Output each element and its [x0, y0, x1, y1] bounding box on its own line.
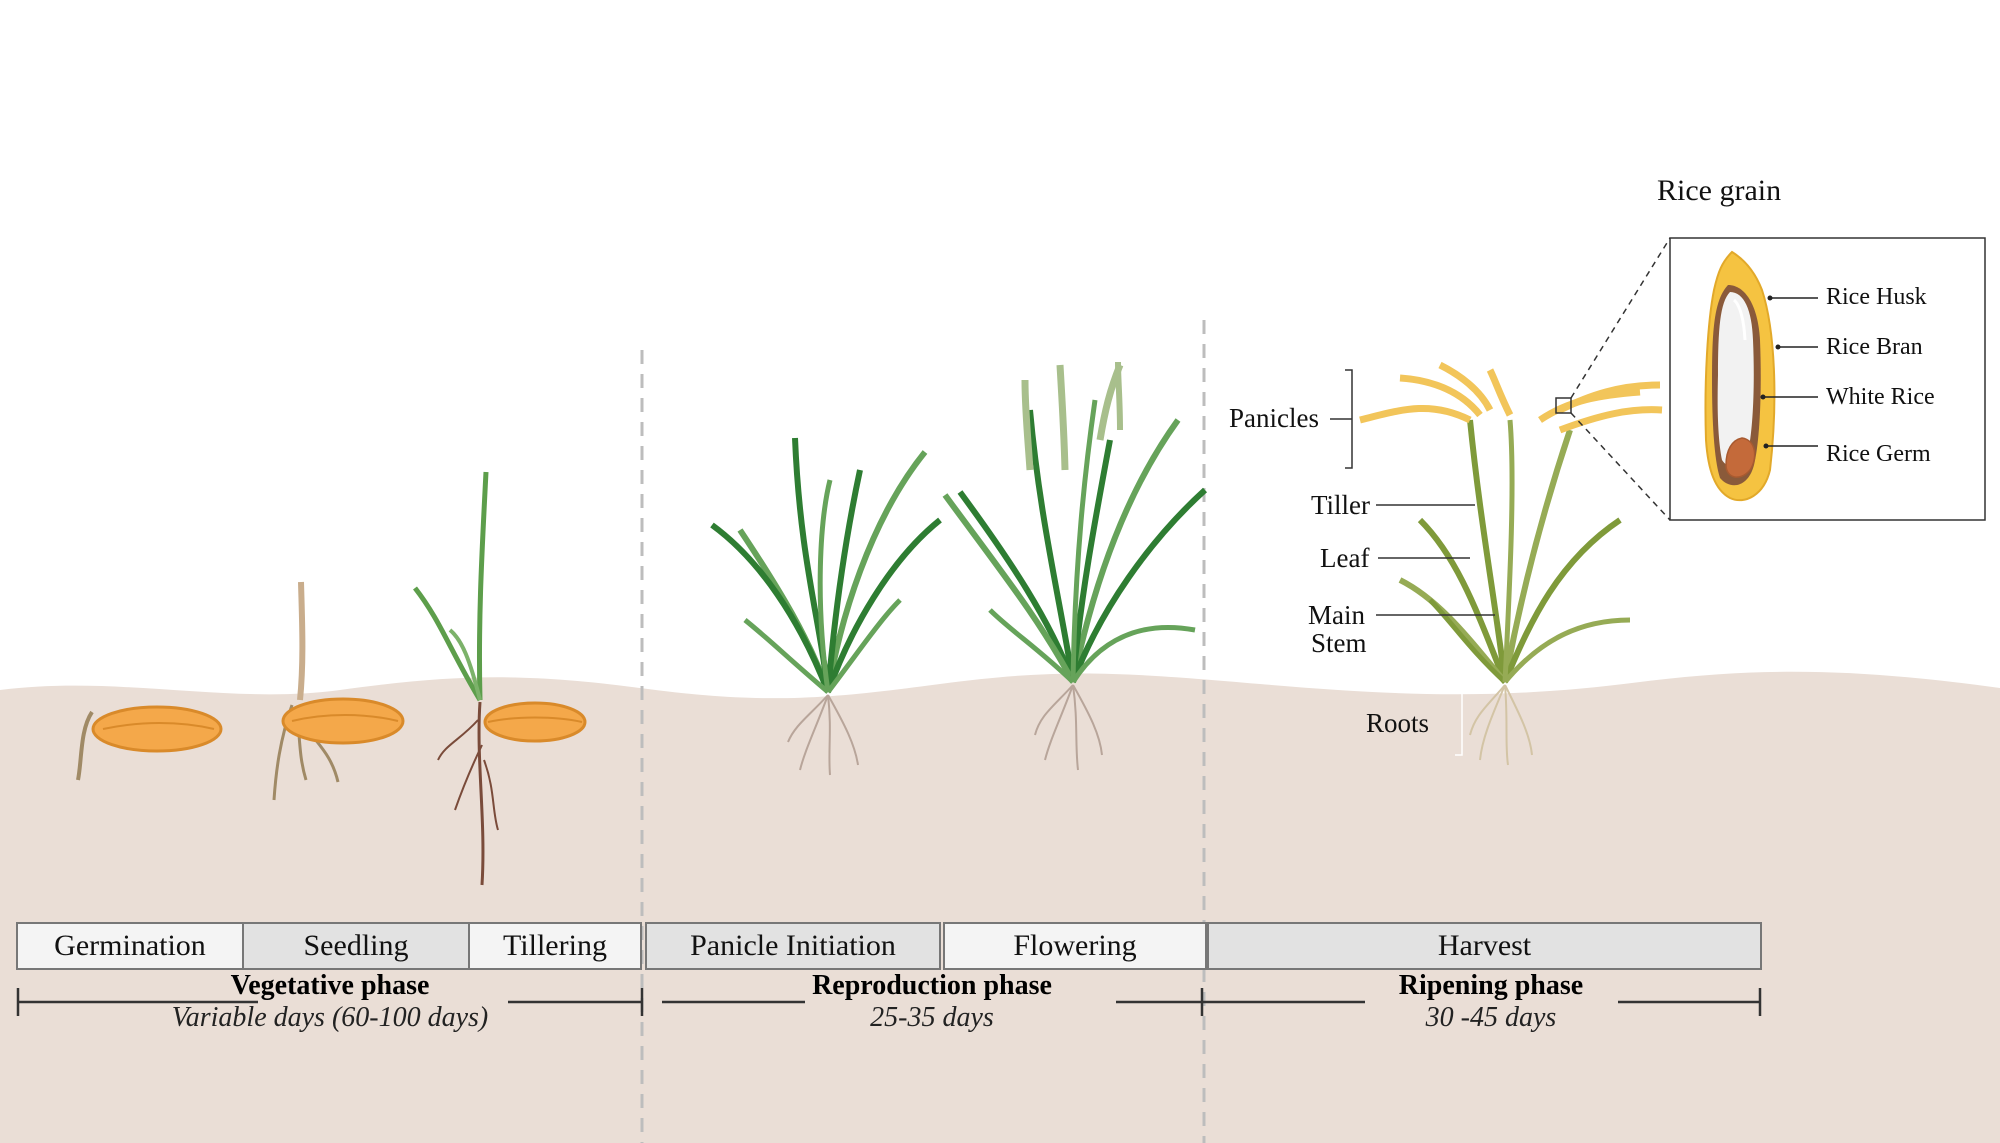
rice-germ-label: Rice Germ — [1826, 441, 1931, 467]
roots-label: Roots — [1366, 708, 1430, 738]
zoom-marker — [1555, 397, 1572, 414]
ripening-phase-days: 30 -45 days — [1425, 1002, 1557, 1033]
rice-bran-label: Rice Bran — [1826, 334, 1923, 360]
rice-grain-title: Rice grain — [1657, 174, 1782, 207]
reproduction-phase-title: Reproduction phase — [812, 970, 1052, 1001]
vegetative-phase-days: Variable days (60-100 days) — [171, 1002, 489, 1033]
tiller-label: Tiller — [1311, 490, 1371, 520]
stage-flowering: Flowering — [943, 922, 1207, 970]
flowering-plant — [942, 361, 1208, 771]
plant-part-leaders — [1330, 369, 1495, 756]
stage-tillering: Tillering — [468, 922, 642, 970]
vegetative-span — [16, 988, 644, 1016]
ripening-span — [1200, 988, 1762, 1016]
main-stem-label-line1: Main — [1308, 600, 1365, 630]
stage-germination: Germination — [16, 922, 244, 970]
panicle-initiation-plant — [710, 437, 942, 776]
tillering-plant — [413, 471, 587, 886]
stage-panicle-initiation: Panicle Initiation — [645, 922, 941, 970]
stage-harvest: Harvest — [1207, 922, 1762, 970]
soil-ground — [0, 671, 2000, 1143]
stage-seedling: Seedling — [242, 922, 470, 970]
vegetative-phase-title: Vegetative phase — [230, 970, 430, 1001]
seedling-plant — [272, 581, 405, 801]
white-rice-label: White Rice — [1826, 384, 1935, 410]
rice-grain-cross-section — [1669, 237, 1986, 521]
harvest-plant — [1359, 361, 1663, 766]
reproduction-phase-days: 25-35 days — [870, 1002, 994, 1033]
rice-husk-label: Rice Husk — [1826, 284, 1927, 310]
germination-seed — [76, 705, 223, 781]
leaf-label: Leaf — [1320, 543, 1370, 573]
main-stem-label-line2: Stem — [1311, 628, 1367, 658]
panicles-label: Panicles — [1229, 403, 1319, 433]
ripening-phase-title: Ripening phase — [1398, 970, 1584, 1001]
